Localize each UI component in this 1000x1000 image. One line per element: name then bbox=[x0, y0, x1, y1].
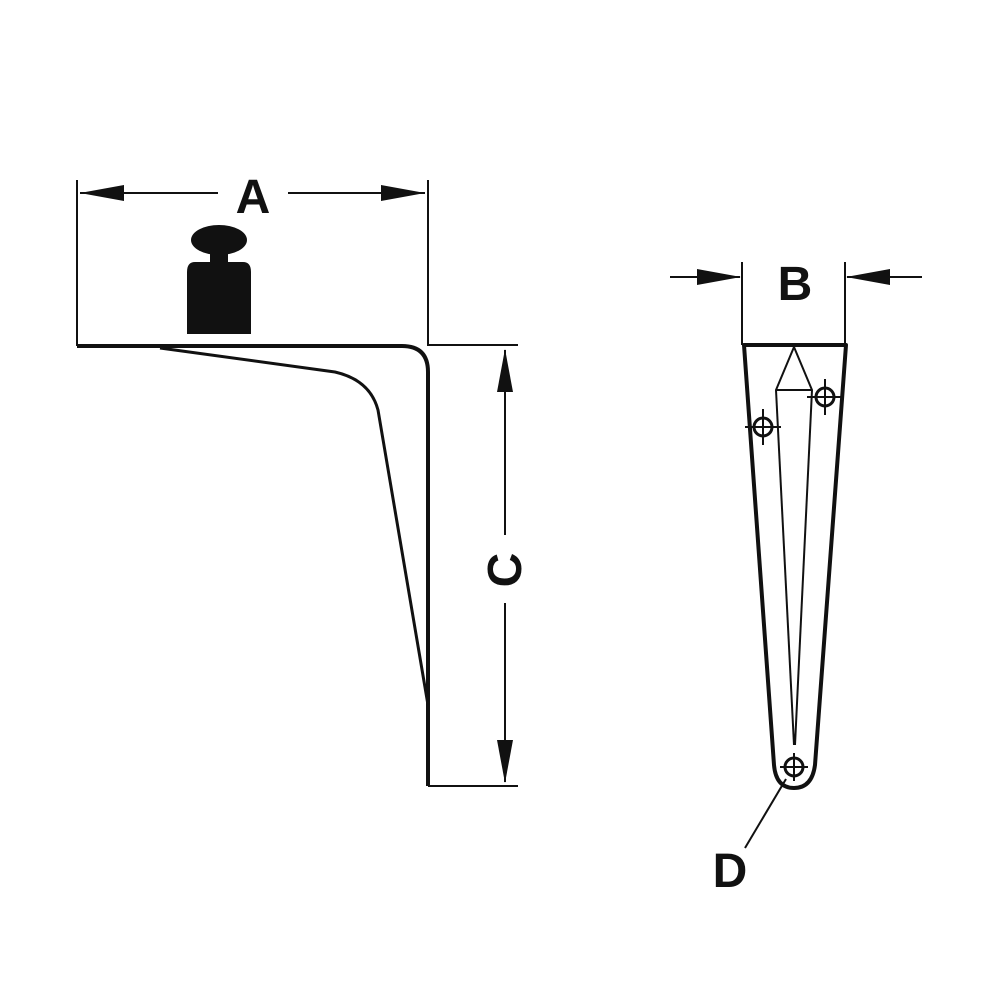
dimension-a: A bbox=[76, 171, 429, 346]
bracket-front-outline bbox=[742, 343, 848, 790]
mounting-hole-bottom bbox=[780, 753, 808, 781]
mounting-hole-upper-right bbox=[807, 379, 843, 415]
front-view: B D bbox=[670, 258, 922, 898]
dimension-c: C bbox=[479, 349, 532, 783]
weight-icon bbox=[187, 225, 251, 334]
side-view: A C bbox=[76, 171, 532, 787]
dimension-b-label: B bbox=[778, 258, 813, 311]
bracket-side-profile bbox=[77, 344, 518, 787]
dimension-c-label: C bbox=[479, 553, 532, 588]
dimension-b: B bbox=[670, 258, 922, 345]
dimension-a-label: A bbox=[236, 171, 271, 224]
leader-d-label: D bbox=[713, 845, 748, 898]
leader-d: D bbox=[713, 778, 787, 898]
mounting-hole-upper-left bbox=[745, 409, 781, 445]
